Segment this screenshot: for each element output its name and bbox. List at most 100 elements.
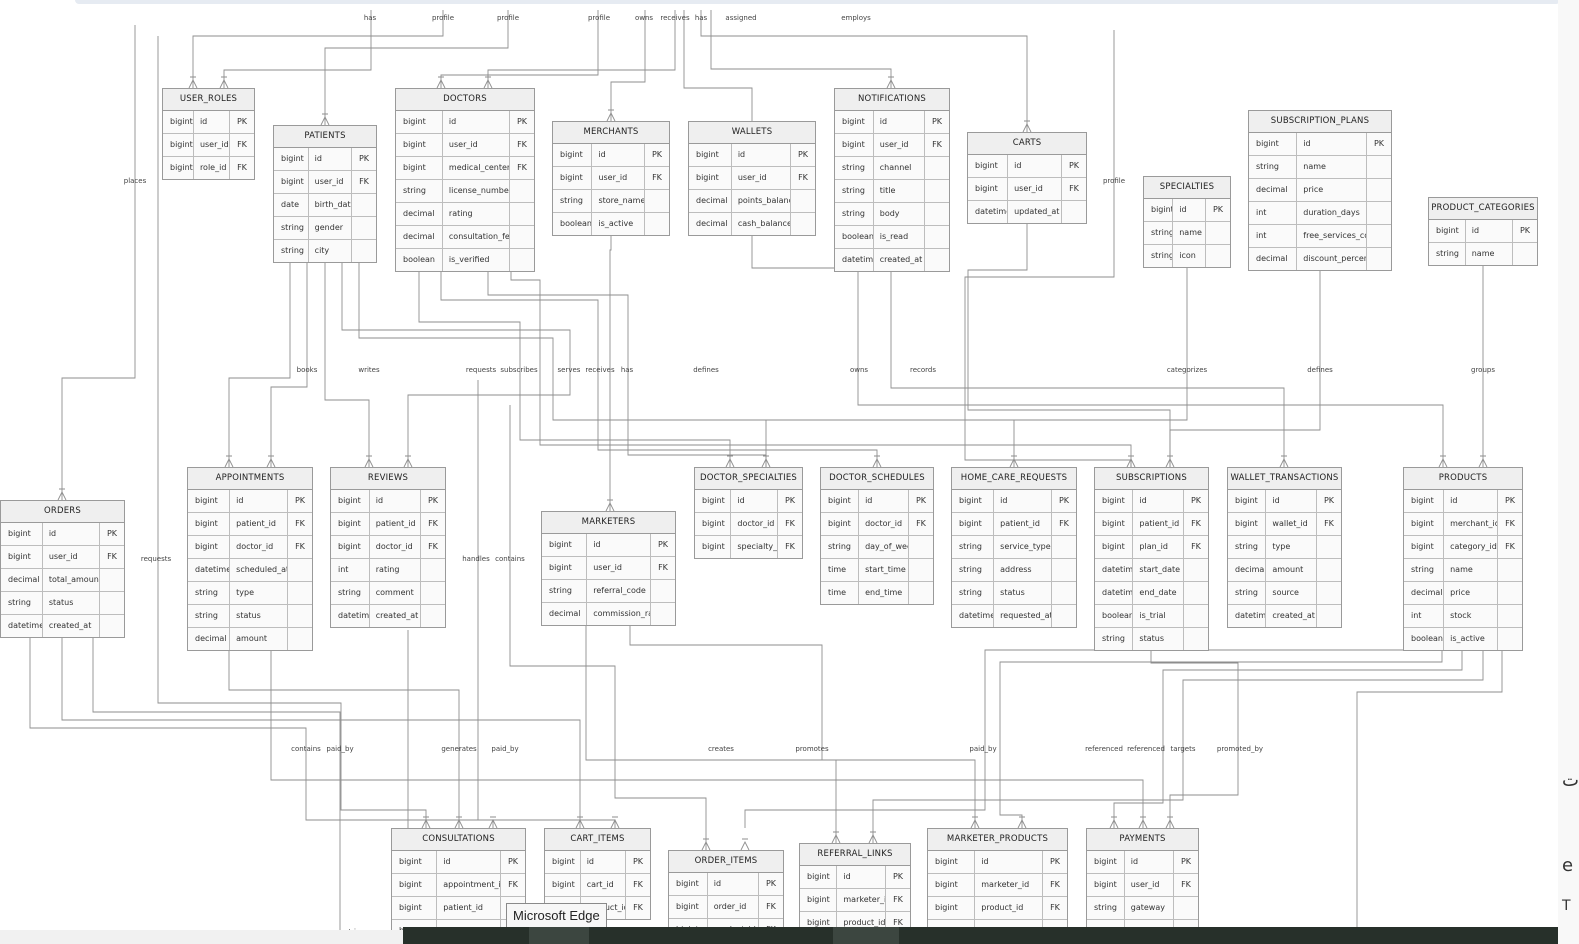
field-key <box>1498 559 1522 581</box>
relationship-label: contains <box>291 745 321 753</box>
field-key <box>100 615 124 637</box>
field-key <box>1317 582 1341 604</box>
relationship-label: records <box>909 366 937 374</box>
field-type: string <box>952 582 995 604</box>
crows-foot-marker <box>320 113 330 126</box>
field-type: boolean <box>1095 605 1134 627</box>
relationship-label: profile <box>431 14 455 22</box>
field-key: PK <box>1068 161 1080 170</box>
crows-foot-marker <box>488 816 498 829</box>
field-name: user_id <box>194 134 230 156</box>
field-key <box>1206 245 1230 267</box>
field-key <box>510 180 534 202</box>
field-key: FK <box>893 895 903 904</box>
relationship-line <box>61 25 136 500</box>
field-name: updated_at <box>1008 201 1062 223</box>
right-edge-glyph: e <box>1562 855 1574 876</box>
relationship-line <box>157 36 427 828</box>
field-type: datetime <box>1228 605 1267 627</box>
field-type: decimal <box>396 226 443 248</box>
field-name: type <box>1266 536 1317 558</box>
relationship-line <box>440 10 599 88</box>
field-name: license_number <box>443 180 510 202</box>
field-type: string <box>553 190 593 212</box>
entity-title: WALLETS <box>689 122 815 144</box>
field-type: bigint <box>968 155 1009 177</box>
field-key <box>1184 628 1208 650</box>
field-type: date <box>274 194 309 216</box>
field-type: bigint <box>1087 874 1125 896</box>
entity-title: WALLET_TRANSACTIONS <box>1228 468 1341 490</box>
field-type: bigint <box>695 536 732 558</box>
field-type: decimal <box>1249 179 1298 201</box>
field-type: string <box>1228 582 1267 604</box>
entity-order-items[interactable]: ORDER_ITEMSbigintidPKbigintorder_idFKbig… <box>668 850 784 942</box>
field-type: string <box>835 157 874 179</box>
crows-foot-marker <box>725 455 735 468</box>
field-name: user_id <box>43 546 100 568</box>
field-key: FK <box>1191 542 1201 551</box>
field-name: id <box>1297 133 1367 155</box>
field-type: bigint <box>800 889 838 911</box>
field-key: FK <box>916 519 926 528</box>
crows-foot-marker <box>701 838 711 851</box>
field-key: FK <box>295 519 305 528</box>
field-type: bigint <box>1404 513 1445 535</box>
field-key: PK <box>1049 857 1061 866</box>
field-type: datetime <box>835 249 874 271</box>
field-key: PK <box>1058 496 1070 505</box>
field-key: FK <box>658 563 668 572</box>
field-name: name <box>1173 222 1206 244</box>
field-key <box>352 194 376 216</box>
entity-title: ORDER_ITEMS <box>669 851 783 873</box>
field-type: bigint <box>188 490 231 512</box>
field-key: PK <box>1190 496 1202 505</box>
field-type: bigint <box>542 534 588 556</box>
field-type: string <box>274 217 309 239</box>
entity-title: DOCTOR_SCHEDULES <box>821 468 933 490</box>
relationship-label: places <box>123 177 147 185</box>
field-key: FK <box>295 542 305 551</box>
entity-title: PRODUCTS <box>1404 468 1522 490</box>
field-name: duration_days <box>1297 202 1367 224</box>
relationship-label: has <box>363 14 377 22</box>
